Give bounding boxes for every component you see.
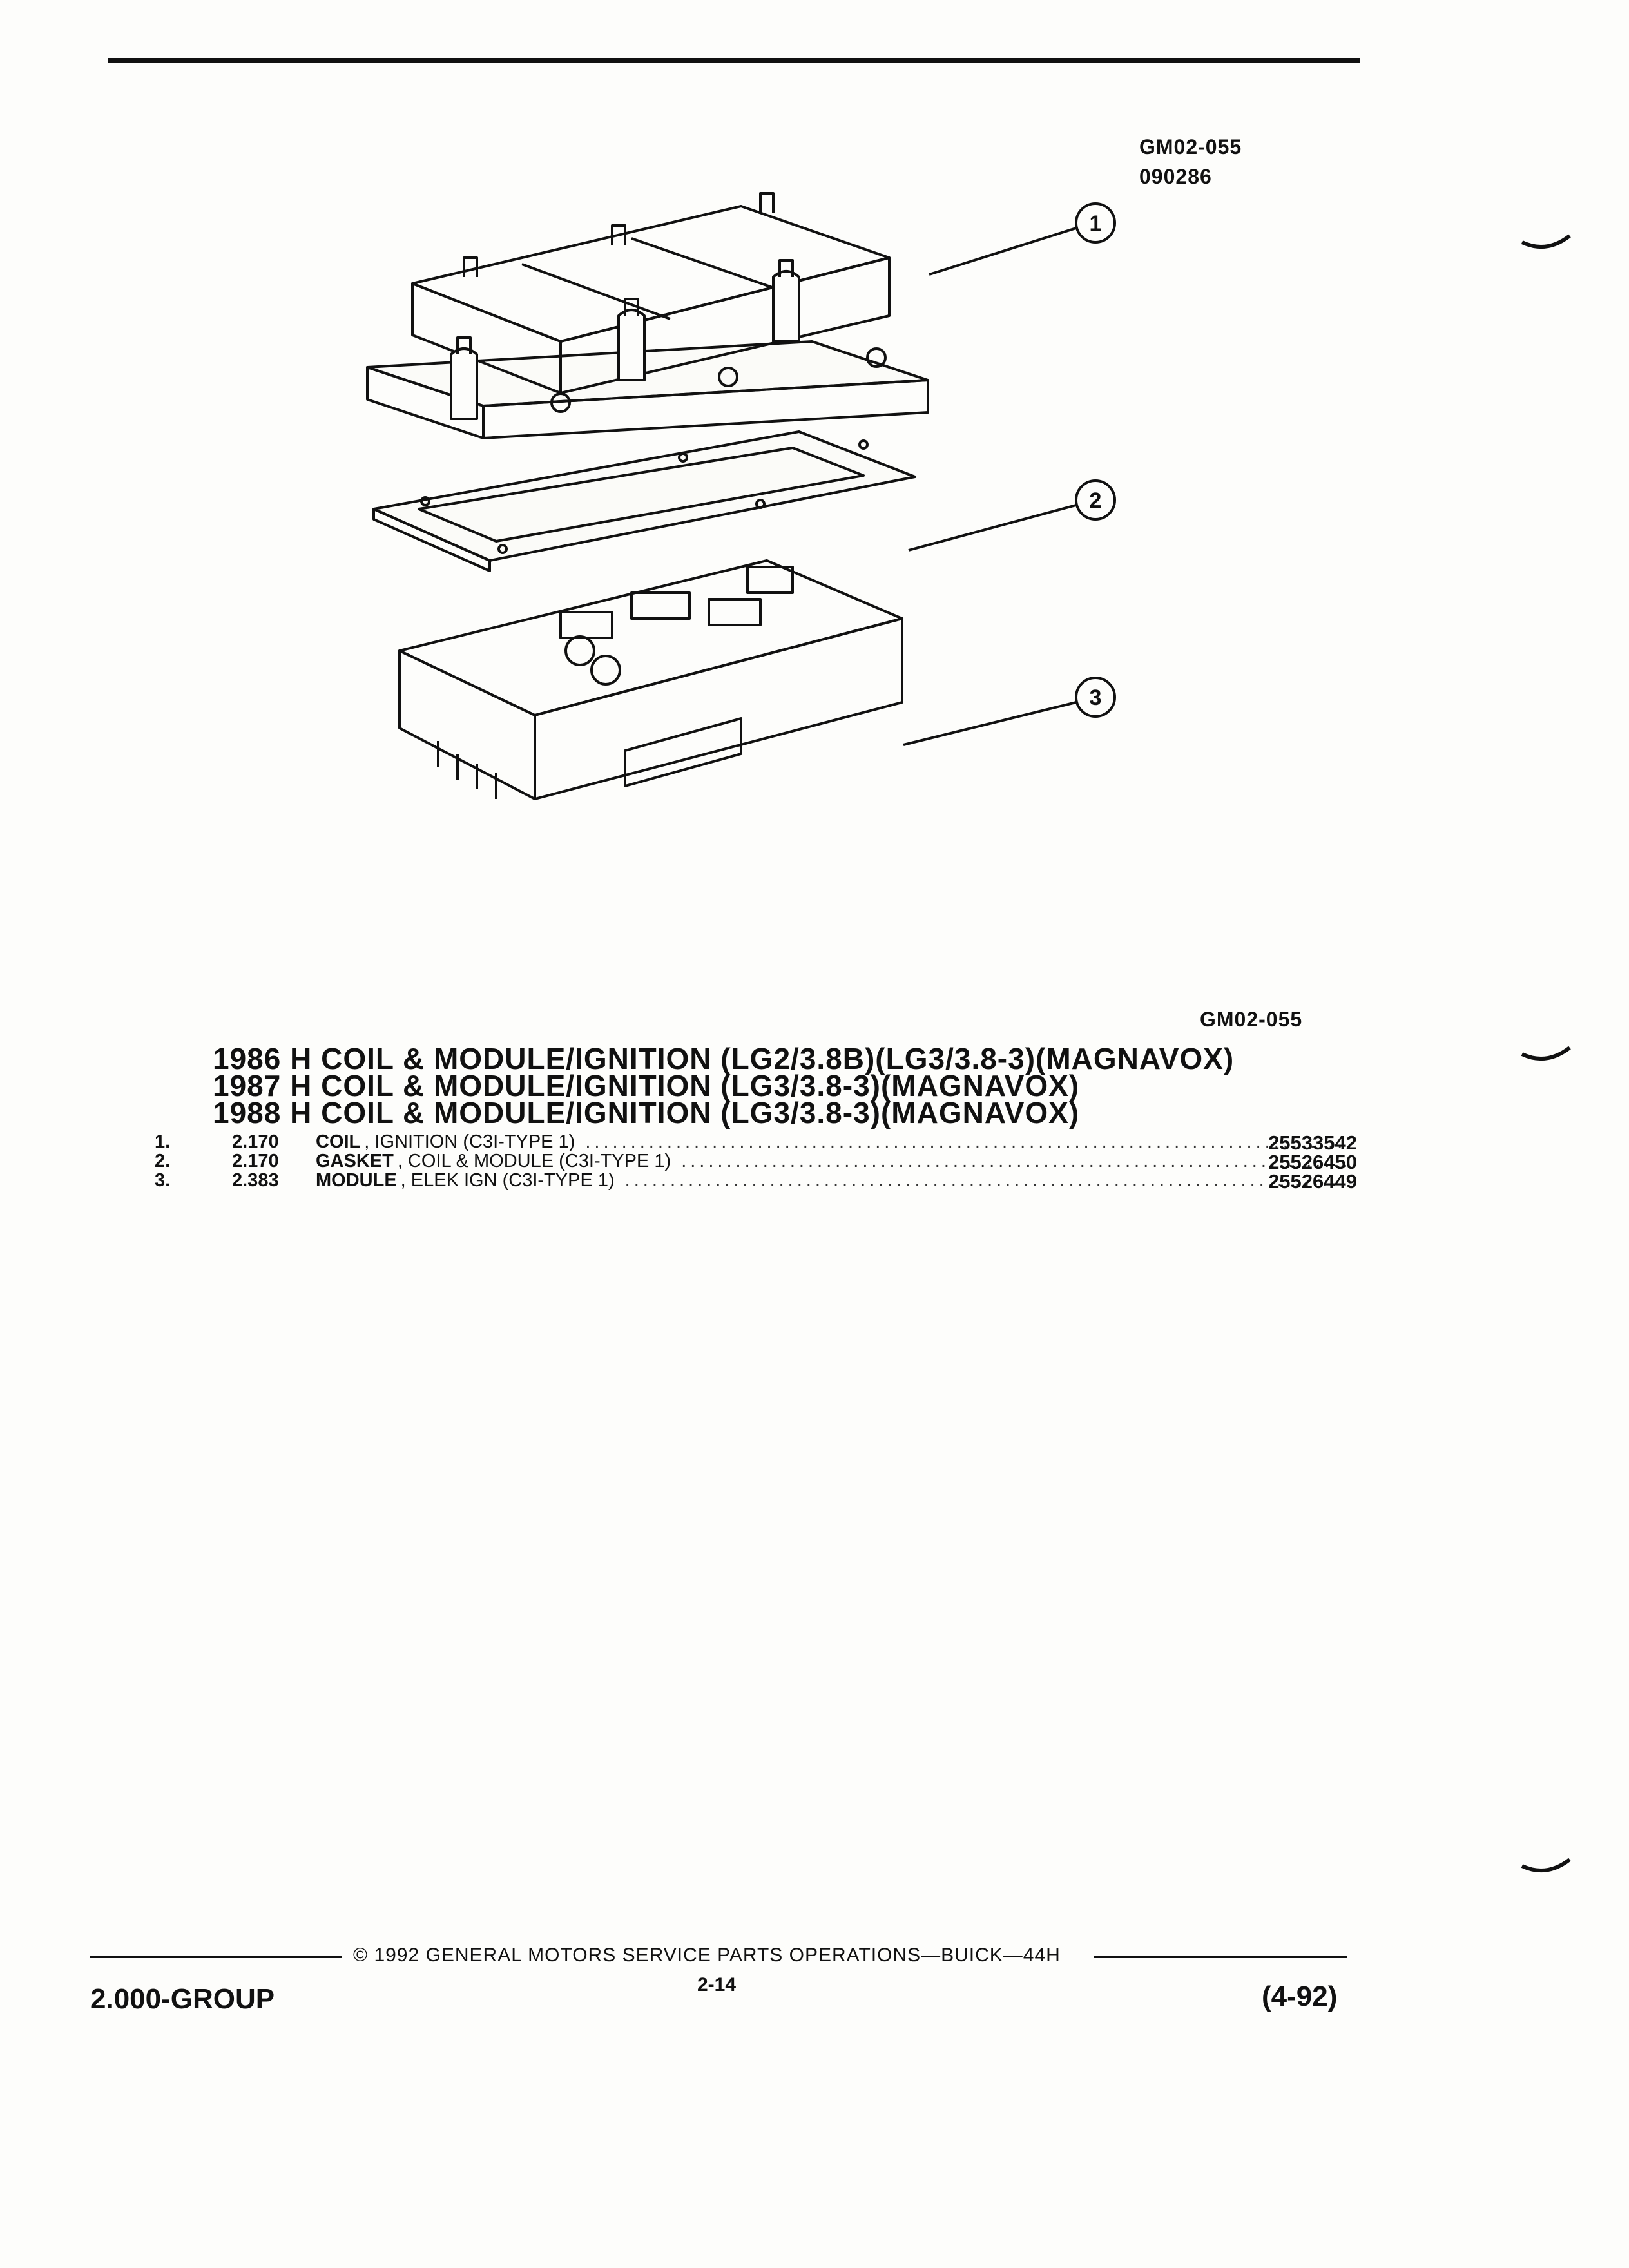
figure-date-code: 090286 — [1139, 165, 1212, 188]
footer-page-number: 2-14 — [697, 1974, 737, 1995]
figure-code-bottom: GM02-055 — [1200, 1008, 1303, 1031]
part-number: 25526450 — [1268, 1151, 1357, 1173]
margin-mark — [1521, 234, 1571, 249]
title-line-1986: 1986 H COIL & MODULE/IGNITION (LG2/3.8B)… — [213, 1042, 1235, 1075]
part-detail: , IGNITION (C3I-TYPE 1) — [364, 1131, 575, 1152]
margin-mark — [1521, 1858, 1571, 1873]
part-index: 3. — [155, 1170, 171, 1191]
margin-mark — [1521, 1046, 1571, 1061]
part-description: MODULE , ELEK IGN (C3I-TYPE 1) .........… — [316, 1170, 1360, 1191]
part-detail: , COIL & MODULE (C3I-TYPE 1) — [397, 1151, 671, 1171]
footer-rule-left — [90, 1956, 342, 1958]
part-detail: , ELEK IGN (C3I-TYPE 1) — [400, 1170, 615, 1191]
part-name: GASKET — [316, 1151, 394, 1171]
catalog-titles: 1986 H COIL & MODULE/IGNITION (LG2/3.8B)… — [213, 1042, 1235, 1129]
part-number: 25526449 — [1268, 1170, 1357, 1193]
parts-list: 1. 2.170 COIL , IGNITION (C3I-TYPE 1) ..… — [155, 1131, 1360, 1193]
part-name: MODULE — [316, 1170, 397, 1191]
dot-leader: ........................................… — [681, 1151, 1349, 1171]
dot-leader: ........................................… — [624, 1170, 1349, 1191]
callout-2: 2 — [1090, 488, 1102, 513]
callout-3: 3 — [1090, 686, 1102, 710]
part-row: 2. 2.170 GASKET , COIL & MODULE (C3I-TYP… — [155, 1151, 1360, 1173]
footer-rule-right — [1094, 1956, 1347, 1958]
coil-towers — [450, 192, 800, 420]
part-index: 2. — [155, 1151, 171, 1171]
title-line-1987: 1987 H COIL & MODULE/IGNITION (LG3/3.8-3… — [213, 1069, 1080, 1102]
gasket-drawing — [372, 430, 916, 572]
part-row: 1. 2.170 COIL , IGNITION (C3I-TYPE 1) ..… — [155, 1131, 1360, 1154]
part-number: 25533542 — [1268, 1131, 1357, 1154]
coil-module-exploded-illustration: 1 2 3 — [366, 192, 1116, 800]
part-index: 1. — [155, 1131, 171, 1152]
part-group-code: 2.170 — [232, 1131, 279, 1152]
part-group-code: 2.383 — [232, 1170, 279, 1191]
figure-code: GM02-055 — [1139, 135, 1242, 159]
top-rule — [108, 58, 1360, 63]
part-description: GASKET , COIL & MODULE (C3I-TYPE 1) ....… — [316, 1151, 1360, 1172]
callout-1: 1 — [1090, 211, 1102, 236]
ignition-module-drawing — [398, 559, 903, 800]
footer-copyright: © 1992 GENERAL MOTORS SERVICE PARTS OPER… — [353, 1945, 1061, 1966]
part-group-code: 2.170 — [232, 1151, 279, 1171]
dot-leader: ........................................… — [585, 1131, 1349, 1152]
title-line-1988: 1988 H COIL & MODULE/IGNITION (LG3/3.8-3… — [213, 1096, 1080, 1129]
part-row: 3. 2.383 MODULE , ELEK IGN (C3I-TYPE 1) … — [155, 1170, 1360, 1193]
footer-date: (4-92) — [1262, 1981, 1338, 2012]
part-description: COIL , IGNITION (C3I-TYPE 1) ...........… — [316, 1131, 1360, 1153]
footer-group: 2.000-GROUP — [90, 1983, 275, 2015]
part-name: COIL — [316, 1131, 361, 1152]
ignition-coil-drawing — [366, 192, 929, 439]
